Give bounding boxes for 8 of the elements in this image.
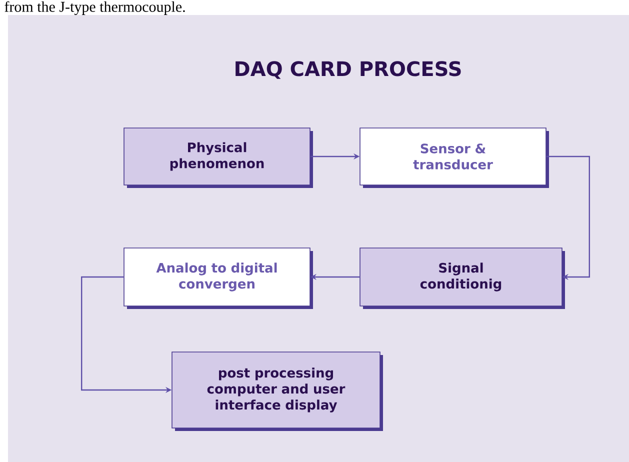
arrow [546, 156, 590, 280]
process-box: Signal conditionig [360, 248, 565, 309]
body-text: from the J-type thermocouple. [4, 1, 185, 15]
process-box: Physical phenomenon [124, 128, 313, 188]
process-box: Analog to digital convergen [124, 248, 313, 309]
process-box: post processing computer and user interface display [172, 352, 383, 431]
title: DAQ CARD PROCESS [236, 61, 461, 79]
process-box: Sensor & transducer [360, 128, 549, 188]
